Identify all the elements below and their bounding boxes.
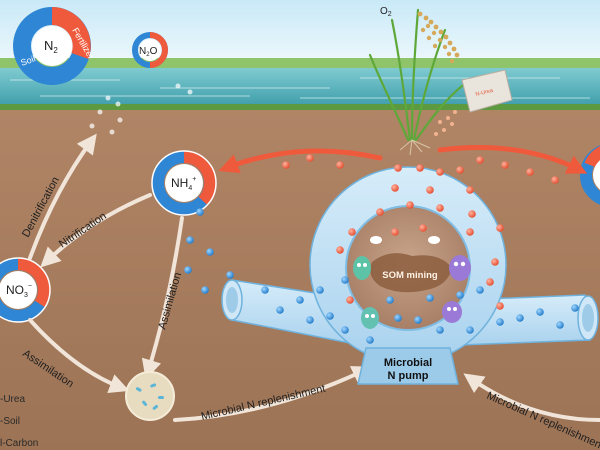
nitrogen-particle (466, 326, 474, 334)
nitrogen-particle (394, 164, 402, 172)
uptake-left-arrow (218, 148, 383, 174)
bubbles (89, 83, 193, 135)
n2o-label: N2O (139, 46, 158, 58)
nitrogen-particle (261, 286, 269, 294)
nitrogen-particle (196, 208, 204, 216)
nitrogen-particle (486, 278, 494, 286)
nitrogen-particle (316, 286, 324, 294)
nitrogen-particle (496, 318, 504, 326)
n2o-source-ring: N2O (132, 32, 168, 68)
pump-label-line1: Microbial (384, 357, 432, 369)
som-mining-label: SOM mining (382, 270, 438, 281)
nitrogen-particles (184, 154, 579, 344)
legend-item-soil: -Soil (0, 416, 20, 427)
n2-label: N2 (44, 38, 58, 55)
replenishment-right-arrow (463, 373, 600, 422)
water-ripples (10, 77, 590, 99)
microbial-biomass-cluster (125, 371, 175, 421)
nitrogen-particle (276, 306, 284, 314)
nitrogen-particle (416, 164, 424, 172)
uptake-arrows (218, 145, 588, 174)
nitrogen-particle (426, 294, 434, 302)
nitrogen-particle (306, 154, 314, 162)
nitrogen-particle (376, 208, 384, 216)
nitrogen-particle (201, 286, 209, 294)
replenishment-center-arrow (173, 366, 373, 422)
nitrogen-particle (419, 224, 427, 232)
no3-label: NO3− (6, 283, 32, 299)
legend-item-carbon: l-Carbon (0, 438, 38, 449)
nitrogen-particle (336, 246, 344, 254)
nitrogen-particle (426, 186, 434, 194)
nitrogen-particle (341, 276, 349, 284)
n2-source-ring: N2 Fertilizer Soil (13, 7, 96, 85)
nitrogen-particle (391, 184, 399, 192)
nitrogen-particle (346, 296, 354, 304)
nitrogen-particle (296, 296, 304, 304)
process-arrows (28, 133, 600, 422)
nitrogen-particle (436, 204, 444, 212)
nitrogen-particle (414, 316, 422, 324)
nitrogen-particle (366, 336, 374, 344)
nitrogen-particle (341, 326, 349, 334)
right-pool-partial (580, 145, 600, 205)
nitrogen-particle (436, 168, 444, 176)
nitrogen-particle (336, 161, 344, 169)
nitrogen-particle (468, 210, 476, 218)
assimilation-center-arrow (141, 216, 184, 380)
nitrogen-particle (306, 316, 314, 324)
pump-label-line2: N pump (388, 370, 429, 382)
nitrogen-particle (491, 258, 499, 266)
nitrogen-particle (184, 266, 192, 274)
nitrogen-particle (536, 308, 544, 316)
rice-plant-icon (368, 8, 472, 156)
nitrogen-particle (496, 224, 504, 232)
nitrogen-particle (391, 228, 399, 236)
nitrogen-particle (496, 302, 504, 310)
nitrogen-particle (348, 228, 356, 236)
nitrogen-particle (516, 314, 524, 322)
ring-soil-label: Soil (19, 53, 37, 68)
nitrogen-particle (556, 321, 564, 329)
nitrogen-particle (551, 176, 559, 184)
legend: -Urea -Soil l-Carbon (0, 394, 38, 449)
nitrogen-particle (394, 314, 402, 322)
nh4-label: NH4+ (171, 176, 196, 192)
nitrogen-particle (466, 186, 474, 194)
nh4-pool: NH4+ (151, 150, 217, 216)
nitrogen-particle (326, 312, 334, 320)
nitrogen-particle (436, 326, 444, 334)
nitrogen-particle (282, 161, 290, 169)
o2-label: O2 (380, 6, 392, 18)
nitrogen-particle (476, 286, 484, 294)
urea-bag-label: N-Urea (475, 88, 495, 98)
nitrogen-particle (476, 156, 484, 164)
nitrification-arrow (40, 193, 152, 268)
nitrogen-particle (206, 248, 214, 256)
nitrogen-particle (456, 166, 464, 174)
nitrogen-particle (386, 296, 394, 304)
microbial-n-pump: Microbial N pump SOM mining (221, 166, 599, 385)
nitrogen-particle (226, 271, 234, 279)
field-edge (0, 104, 600, 112)
nitrogen-particle (526, 168, 534, 176)
denitrification-arrow (28, 133, 97, 260)
nitrogen-particle (456, 291, 464, 299)
urea-bag-icon: N-Urea (434, 69, 513, 136)
microbe-icons (353, 236, 471, 329)
no3-pool: NO3− (0, 257, 51, 323)
nitrogen-particle (406, 201, 414, 209)
assimilation-left-arrow (28, 318, 130, 394)
nitrogen-particle (571, 304, 579, 312)
nitrogen-particle (466, 228, 474, 236)
nitrogen-particle (186, 236, 194, 244)
legend-item-urea: -Urea (0, 394, 25, 405)
uptake-right-arrow (437, 145, 588, 174)
nitrogen-particle (501, 161, 509, 169)
